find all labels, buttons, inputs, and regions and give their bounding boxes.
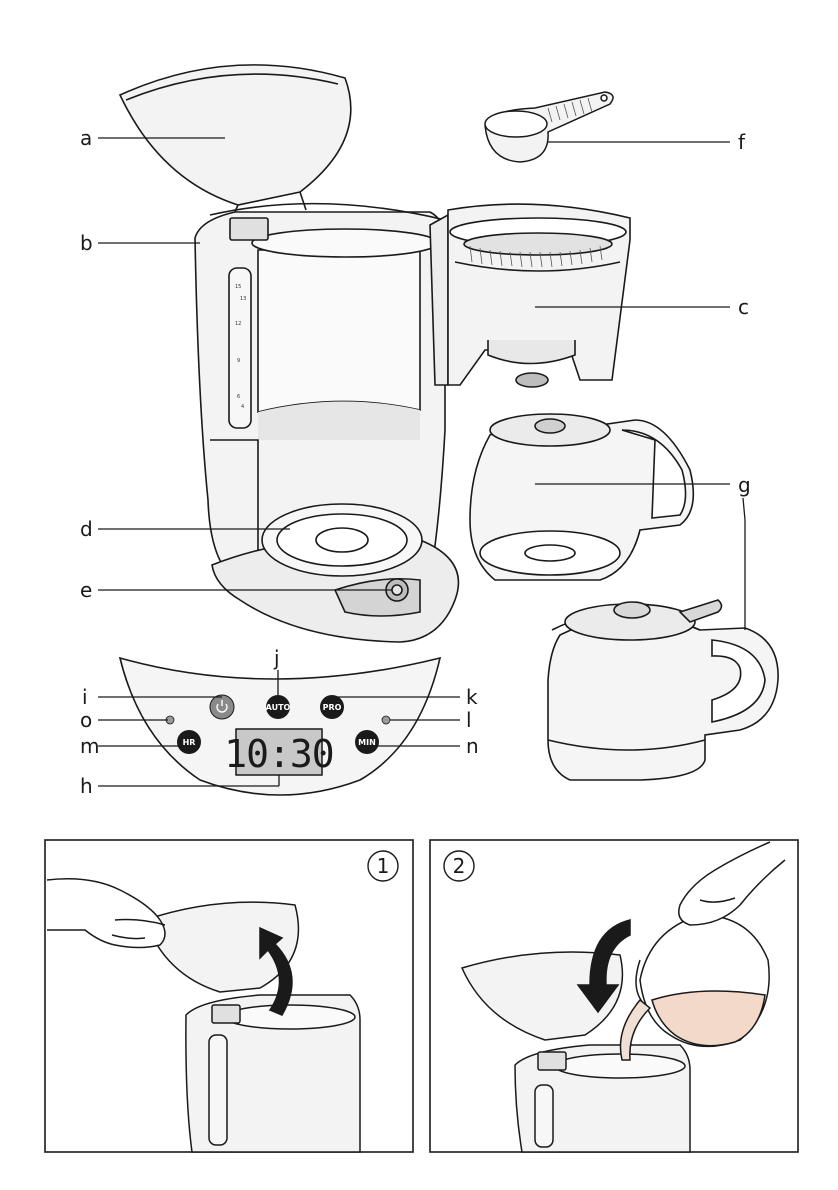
callout-d: d [80, 517, 93, 541]
gauge-mark: 6 [237, 394, 240, 400]
step-1-panel: 1 [45, 840, 413, 1152]
step-2-number: 2 [453, 854, 466, 878]
callout-k: k [466, 685, 478, 709]
lid [120, 65, 351, 205]
tank-opening [252, 229, 438, 257]
gauge-mark: 13 [240, 296, 246, 302]
power-button[interactable] [210, 695, 234, 719]
callout-c: c [738, 295, 749, 319]
thermo-carafe [548, 600, 778, 780]
step-1-number: 1 [377, 854, 390, 878]
gauge-mark: 4 [241, 404, 244, 410]
callout-i: i [82, 685, 88, 709]
filter-holder [430, 204, 630, 387]
glass-carafe [470, 414, 693, 580]
callout-m: m [80, 734, 99, 758]
callout-e: e [80, 578, 92, 602]
callout-l: l [466, 708, 472, 732]
control-panel: 10:30 AUTO PRO HR MIN [120, 658, 440, 795]
gauge-mark: 9 [237, 358, 240, 364]
callout-j: j [273, 646, 280, 670]
callout-g: g [738, 473, 751, 497]
measuring-spoon [485, 92, 613, 162]
callout-b: b [80, 231, 93, 255]
callout-a: a [80, 126, 92, 150]
gauge-mark: 12 [235, 321, 241, 327]
auto-button-label: AUTO [266, 703, 291, 712]
step2-water-gauge [535, 1085, 553, 1147]
callout-h: h [80, 774, 93, 798]
pro-button-label: PRO [323, 703, 342, 712]
indicator-light-l [382, 716, 390, 724]
water-gauge [229, 268, 251, 428]
step-2-panel: 2 [430, 840, 798, 1152]
callout-o: o [80, 708, 92, 732]
lcd-time: 10:30 [224, 732, 333, 776]
callout-f: f [738, 130, 746, 154]
coffee-maker-body: 15 13 12 9 6 4 [120, 65, 458, 642]
gauge-mark: 15 [235, 284, 241, 290]
callout-n: n [466, 734, 479, 758]
step1-water-gauge [209, 1035, 227, 1145]
